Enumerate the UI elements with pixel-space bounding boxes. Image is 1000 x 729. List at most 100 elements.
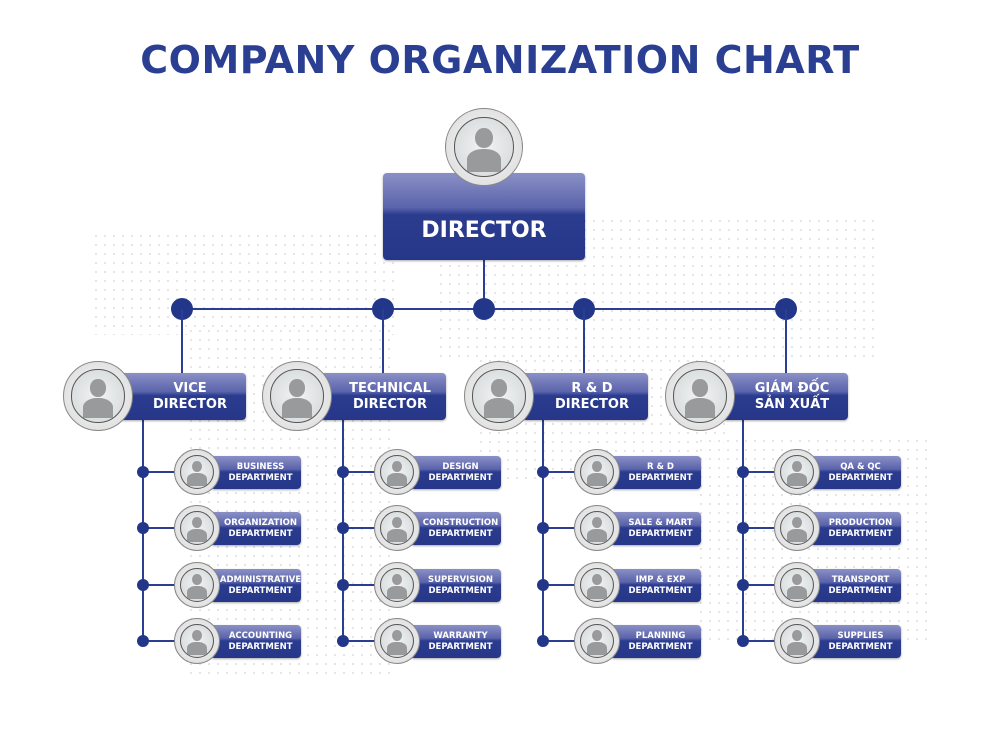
- connector-line: [343, 527, 383, 529]
- department-avatar: [174, 505, 220, 551]
- person-icon: [179, 454, 215, 490]
- page-title: COMPANY ORGANIZATION CHART: [140, 38, 860, 82]
- person-icon: [179, 567, 215, 603]
- junction-dot: [137, 579, 149, 591]
- person-icon: [270, 369, 324, 423]
- department-avatar: [574, 505, 620, 551]
- department-avatar: [374, 505, 420, 551]
- connector-line: [343, 471, 383, 473]
- junction-dot: [537, 635, 549, 647]
- connector-line: [343, 584, 383, 586]
- connector-line: [143, 471, 183, 473]
- person-icon: [379, 623, 415, 659]
- department-avatar: [774, 505, 820, 551]
- junction-dot: [737, 466, 749, 478]
- person-icon: [179, 623, 215, 659]
- department-avatar: [574, 562, 620, 608]
- person-icon: [779, 567, 815, 603]
- department-avatar: [774, 618, 820, 664]
- manager-avatar: [262, 361, 332, 431]
- department-avatar: [174, 562, 220, 608]
- junction-dot: [337, 522, 349, 534]
- person-icon: [579, 567, 615, 603]
- connector-line: [785, 309, 787, 375]
- junction-dot: [137, 466, 149, 478]
- junction-dot: [337, 466, 349, 478]
- connector-line: [743, 471, 783, 473]
- manager-avatar: [63, 361, 133, 431]
- person-icon: [779, 510, 815, 546]
- junction-dot: [737, 635, 749, 647]
- department-avatar: [374, 618, 420, 664]
- junction-dot: [737, 579, 749, 591]
- person-icon: [779, 454, 815, 490]
- junction-dot: [137, 635, 149, 647]
- connector-line: [543, 471, 583, 473]
- person-icon: [579, 623, 615, 659]
- connector-line: [743, 584, 783, 586]
- connector-line: [583, 309, 585, 375]
- person-icon: [379, 454, 415, 490]
- person-icon: [454, 117, 514, 177]
- manager-avatar: [665, 361, 735, 431]
- department-avatar: [574, 618, 620, 664]
- manager-avatar: [464, 361, 534, 431]
- connector-line: [181, 309, 183, 375]
- junction-dot: [337, 579, 349, 591]
- person-icon: [673, 369, 727, 423]
- person-icon: [179, 510, 215, 546]
- person-icon: [579, 510, 615, 546]
- person-icon: [472, 369, 526, 423]
- person-icon: [71, 369, 125, 423]
- junction-dot: [473, 298, 495, 320]
- connector-line: [543, 584, 583, 586]
- department-avatar: [374, 449, 420, 495]
- person-icon: [579, 454, 615, 490]
- director-label: DIRECTOR: [421, 218, 547, 243]
- connector-line: [743, 527, 783, 529]
- department-avatar: [774, 562, 820, 608]
- junction-dot: [337, 635, 349, 647]
- department-avatar: [174, 618, 220, 664]
- department-avatar: [374, 562, 420, 608]
- connector-line: [343, 640, 383, 642]
- person-icon: [379, 567, 415, 603]
- connector-line: [543, 640, 583, 642]
- department-avatar: [574, 449, 620, 495]
- director-box: DIRECTOR: [383, 173, 585, 260]
- junction-dot: [537, 466, 549, 478]
- connector-line: [143, 584, 183, 586]
- connector-line: [743, 640, 783, 642]
- connector-line: [543, 527, 583, 529]
